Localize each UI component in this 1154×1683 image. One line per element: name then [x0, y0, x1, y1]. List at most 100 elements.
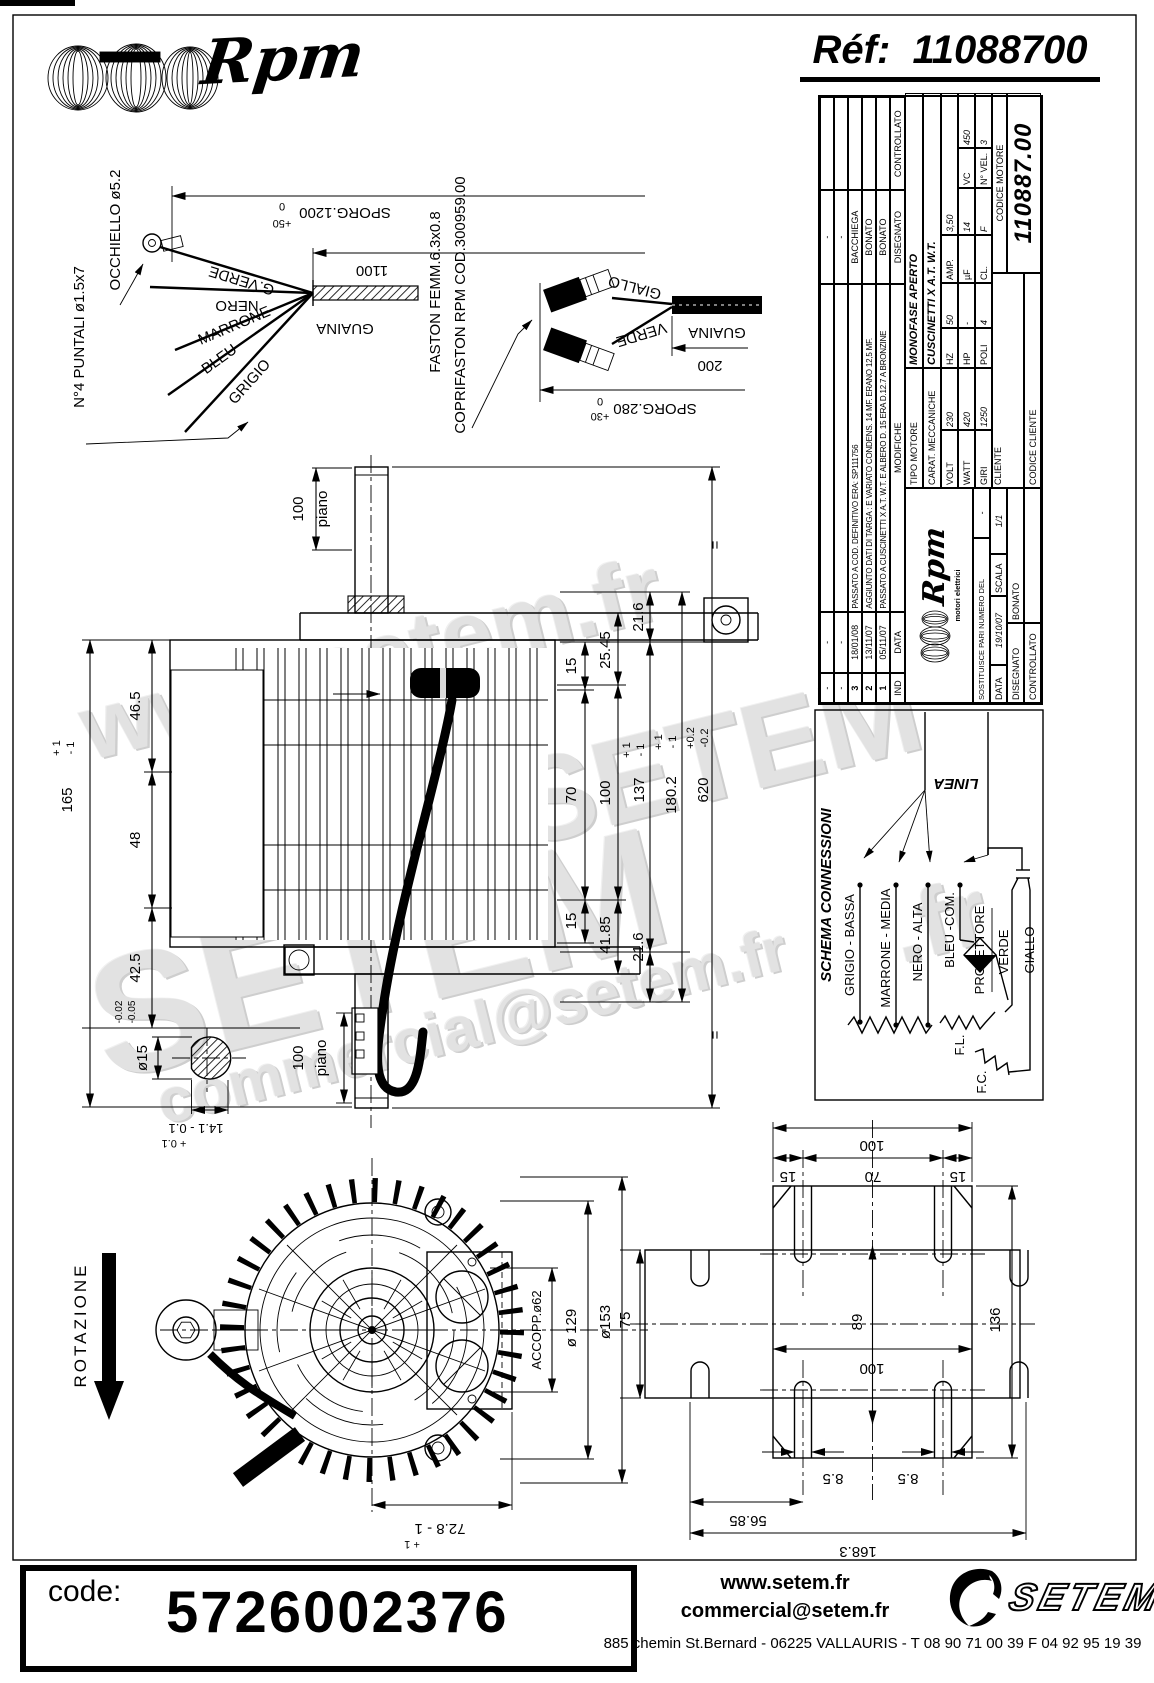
schema-bleu: BLEU -COM. [942, 892, 957, 968]
dim-1802-tm: - 1 [667, 736, 679, 749]
cl-value: F [975, 188, 992, 235]
rev-mod [820, 283, 834, 612]
title-block-right: TIPO MOTORE MONOFASE APERTO CARAT. MECCA… [905, 93, 1041, 488]
dim-728: 72.8 - 1 [415, 1520, 466, 1537]
guaina-label: GUAINA [316, 320, 374, 337]
rev-ind: 1 [876, 673, 890, 703]
dim-d153: ø153 [597, 1305, 614, 1339]
bracket-dim-15-l: 15 [780, 1168, 797, 1185]
code-value: 5726002376 [166, 1580, 509, 1645]
title-block-left: Rpm motori elettrici SOSTITUISCE PARI NU… [905, 488, 1041, 703]
sporg1200-tol-50: +50 [273, 217, 292, 229]
dim-165: 165 [59, 787, 76, 812]
dim-15-top: 15 [563, 658, 580, 675]
hz-value: 50 [941, 283, 958, 328]
shaft-section-detail: ø15 -0.02 -0.05 14.1 - 0.1 + 0.1 [114, 1000, 246, 1149]
connection-schema: SCHEMA CONNESSIONI LINEA GRIGIO - BASSA … [814, 709, 1044, 1101]
codice-motore-label: CODICE MOTORE [992, 93, 1007, 273]
schema-grigio: GRIGIO - BASSA [842, 894, 857, 996]
disegnato-label: DISEGNATO [1007, 623, 1024, 703]
bracket-dim-100-mid: 100 [859, 1360, 884, 1377]
schema-protettore: PROTETTORE [972, 905, 987, 994]
sheet-frame [0, 0, 1137, 1561]
rev-header-ind: IND [890, 673, 905, 703]
code-box: code: 5726002376 [20, 1565, 637, 1672]
nvel-value: 3 [975, 93, 992, 148]
dim-100-bottom: 100 [290, 1045, 307, 1070]
dim-4185: 41.85 [597, 916, 614, 954]
dim-200-label: 200 [697, 357, 722, 374]
scala-label: SCALA [990, 554, 1007, 596]
amp-value: 3,50 [941, 93, 958, 235]
dim-165-tp: + 1 [51, 740, 63, 756]
rev-ind: 3 [848, 673, 862, 703]
rpm-coils-icon [47, 43, 219, 113]
dim-165-tm: - 1 [65, 742, 77, 755]
revision-table: - - - - - - 3 18/01/08 PASSATO A COD. DE… [820, 97, 905, 703]
side-view-dimensions: 100 piano 100 piano 46.5 48 42.5 165 + 1… [51, 466, 724, 1109]
rev-header-contr: CONTROLLATO [890, 97, 905, 191]
dim-100-top: 100 [290, 496, 307, 521]
footer-address: 885 chemin St.Bernard - 06225 VALLAURIS … [603, 1635, 1142, 1652]
dim-620: 620 [695, 777, 712, 802]
motor-side-view [169, 455, 759, 1128]
dim-15-bot: 15 [563, 913, 580, 930]
codice-motore-value: 110887.00 [1007, 93, 1041, 273]
bracket-dim-75: 75 [617, 1312, 634, 1329]
bracket-dim-85-l: 8.5 [823, 1470, 844, 1487]
schema-verde: VERDE [996, 929, 1011, 974]
cliente-label: CLIENTE [992, 273, 1024, 488]
rev-contr [834, 97, 848, 191]
faston-label: FASTON FEMM.6.3x0.8 [427, 211, 444, 372]
setem-logo: SETEM [940, 1565, 1154, 1631]
coprifaston-label: COPRIFASTON RPM COD.300959.00 [452, 176, 469, 433]
eq-top: = [707, 540, 724, 549]
hp-label: HP [958, 328, 975, 368]
dim-137-tm: - 1 [635, 744, 647, 757]
wire-gverde-label: G.VERDE [207, 262, 277, 298]
piano-top: piano [314, 491, 331, 528]
dim-1802-tp: + 1 [653, 734, 665, 750]
poli-label: POLI [975, 328, 992, 368]
rev-contr [820, 97, 834, 191]
uf-value: 14 [958, 188, 975, 235]
faston-guaina-label: GUAINA [688, 324, 746, 341]
sporg280-tol-0: 0 [597, 395, 603, 407]
schema-title: SCHEMA CONNESSIONI [818, 807, 835, 981]
linea-label: LINEA [934, 775, 979, 792]
title-block: - - - - - - 3 18/01/08 PASSATO A COD. DE… [818, 93, 1043, 705]
bracket-dim-100-top: 100 [859, 1137, 884, 1154]
rev-dis: - [834, 190, 848, 284]
sporg280-label: SPORG.280 [613, 400, 696, 417]
rev-contr [862, 97, 876, 191]
giri-value: 1250 [975, 368, 992, 430]
giri-label: GIRI [975, 430, 992, 488]
rev-dis: - [820, 190, 834, 284]
eq-bot: = [707, 1030, 724, 1039]
reference-number: Réf: 11088700 [800, 28, 1100, 82]
tb-logo-brand: Rpm [916, 525, 952, 608]
rev-dis: BONATO [862, 190, 876, 284]
footer-email: commercial@setem.fr [680, 1600, 890, 1622]
bracket-dim-70: 70 [865, 1168, 882, 1185]
rev-header-date: DATA [890, 611, 905, 674]
faston-detail: FASTON FEMM.6.3x0.8 COPRIFASTON RPM COD.… [427, 176, 762, 434]
motor-front-view: ROTAZIONE ACCOPP.ø62 ø 129 ø153 72.8 - 1… [71, 1158, 648, 1550]
cl-label: CL. [975, 235, 992, 283]
shaft-tol1: -0.02 [114, 1000, 125, 1023]
rev-mod: AGGIUNTO DATI DI TARGA : E VARIATO CONDE… [862, 283, 876, 612]
ref-label: Réf: [812, 28, 891, 72]
poli-value: 4 [975, 283, 992, 328]
rev-mod [834, 283, 848, 612]
sporg280-tol-30: +30 [591, 410, 610, 422]
uf-label: µF [958, 235, 975, 283]
dim-70: 70 [563, 787, 580, 804]
rev-mod: PASSATO A COD. DEFINITIVO ERA: SP111756 [848, 283, 862, 612]
rev-date: - [820, 611, 834, 674]
sporg1200-label: SPORG.1200 [299, 204, 391, 221]
controllato-label: CONTROLLATO [1024, 623, 1041, 703]
setem-swan-icon [949, 1568, 1002, 1627]
watt-value: 420 [958, 368, 975, 430]
rotazione-label: ROTAZIONE [71, 1263, 90, 1388]
